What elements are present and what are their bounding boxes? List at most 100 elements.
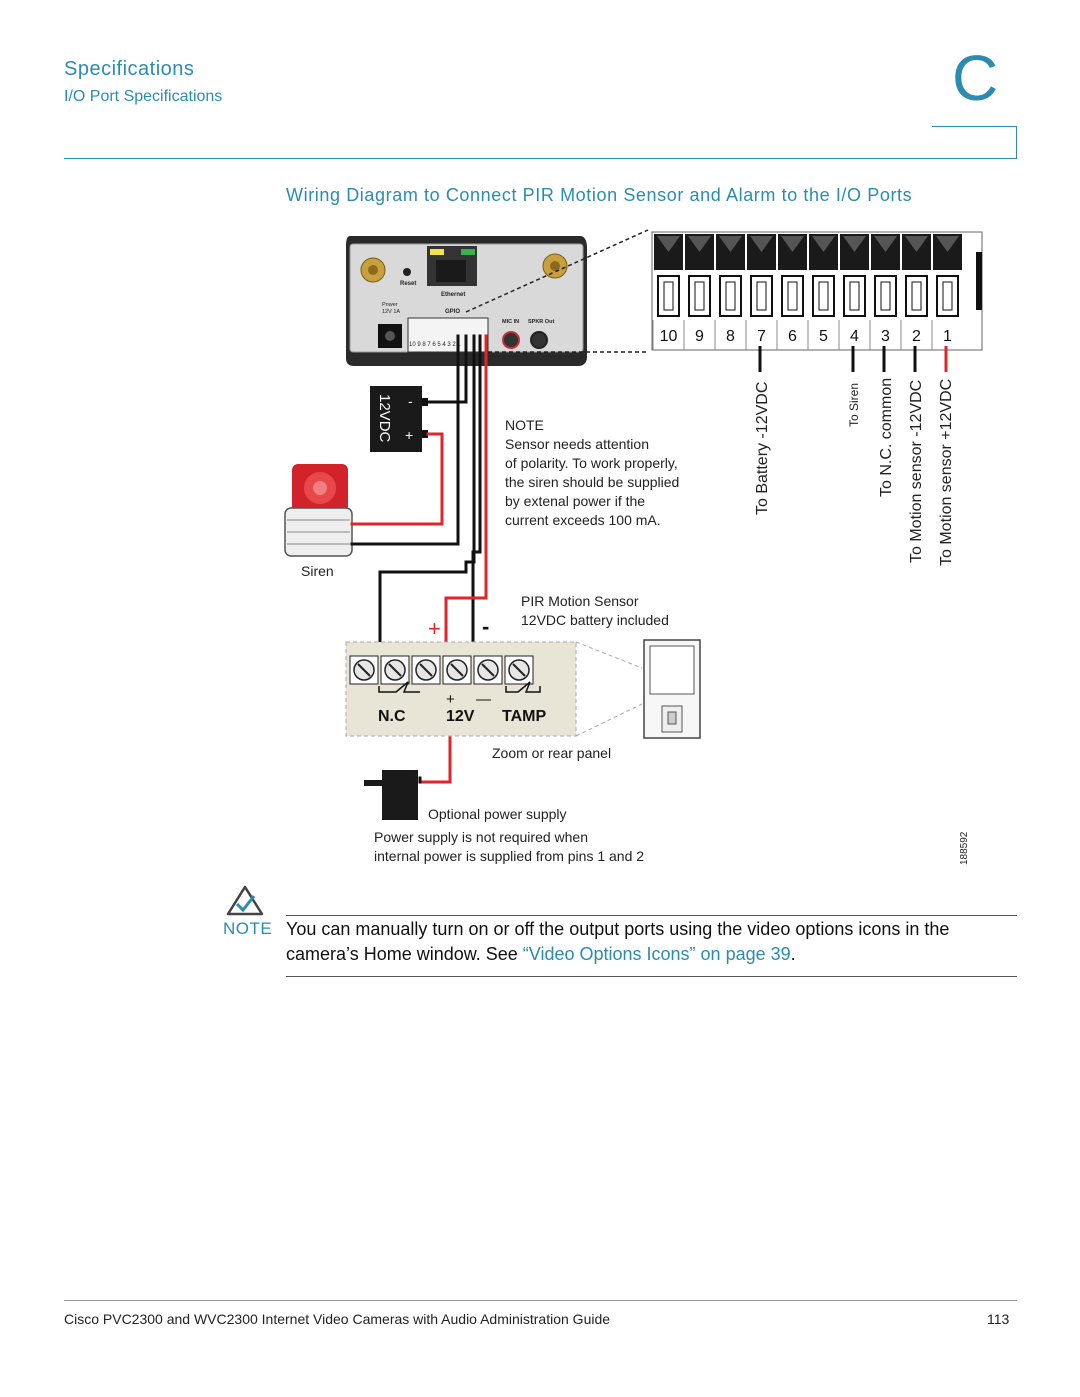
terminal-screw-head	[936, 236, 959, 252]
figure-note-line: Sensor needs attention	[505, 436, 649, 452]
header-rule	[64, 158, 1017, 159]
zoom-label: Zoom or rear panel	[492, 745, 611, 761]
terminal-wire-hole	[663, 281, 674, 311]
camera-label-spkr-out: SPKR Out	[528, 319, 554, 325]
figure-note-line: by extenal power if the	[505, 493, 645, 509]
figure-note-line: current exceeds 100 mA.	[505, 512, 661, 528]
chapter-letter: C	[952, 42, 999, 114]
terminal-pin-number: 9	[695, 328, 704, 345]
note-body-end: .	[790, 944, 796, 964]
terminal-screw-head	[874, 236, 897, 252]
terminal-screw-head	[688, 236, 711, 252]
footer-rule	[64, 1300, 1017, 1301]
terminal-pin-number: 1	[943, 328, 952, 345]
sensor-screw-slot	[512, 663, 526, 677]
note-text: You can manually turn on or off the outp…	[286, 917, 1026, 967]
sensor-screw-slot	[388, 663, 402, 677]
terminal-wire-hole	[911, 281, 922, 311]
spkr-out-jack	[530, 331, 548, 349]
note-rule-top	[286, 915, 1017, 916]
wiring	[350, 334, 488, 784]
battery-label: 12VDC	[376, 394, 393, 443]
pin2-label: To Motion sensor -12VDC	[908, 380, 925, 563]
terminal-screw-head	[843, 236, 866, 252]
terminal-wire-hole	[694, 281, 705, 311]
battery-12vdc: 12VDC - +	[370, 386, 428, 452]
terminal-wire-hole	[942, 281, 953, 311]
sensor-screw-slot	[481, 663, 495, 677]
header-tab-box	[932, 126, 1017, 159]
camera-label-gpio: GPIO	[445, 309, 460, 315]
terminal-wire-hole	[818, 281, 829, 311]
camera-label-power-rating: 12V 1A	[382, 309, 400, 315]
terminal-wire-hole	[725, 281, 736, 311]
terminal-pin-number: 6	[788, 328, 797, 345]
note-check-icon	[226, 885, 264, 916]
figure-title: Wiring Diagram to Connect PIR Motion Sen…	[286, 185, 913, 205]
pin7-label: To Battery -12VDC	[754, 382, 771, 515]
sensor-screws	[349, 655, 534, 685]
power-supply-icon	[364, 770, 418, 820]
sensor-term-12v: 12V	[446, 708, 475, 725]
camera-label-power: Power	[382, 302, 398, 308]
pin3-label: To N.C. common	[878, 378, 895, 497]
note-rule-bottom	[286, 976, 1017, 977]
note-label: NOTE	[223, 919, 273, 938]
gpio-pin-numbers: 10 9 8 7 6 5 4 3 2 1	[409, 342, 461, 348]
battery-plus: +	[405, 427, 413, 443]
page-number: 113	[987, 1311, 1010, 1327]
terminal-screw-head	[812, 236, 835, 252]
terminal-screw-head	[781, 236, 804, 252]
terminal-pin-number: 8	[726, 328, 735, 345]
minus-sign: -	[482, 614, 489, 639]
figure-note-line: of polarity. To work properly,	[505, 455, 678, 471]
psu-label: Optional power supply	[428, 806, 567, 822]
siren-label: Siren	[301, 563, 334, 579]
pin1-label: To Motion sensor +12VDC	[938, 379, 955, 566]
pir-title: PIR Motion Sensor	[521, 593, 639, 609]
terminal-pin-number: 7	[757, 328, 766, 345]
terminal-pin-number: 4	[850, 328, 859, 345]
terminal-wire-hole	[756, 281, 767, 311]
battery-minus: -	[408, 393, 413, 409]
footer-doc-title: Cisco PVC2300 and WVC2300 Internet Video…	[64, 1311, 611, 1327]
plus-sign: +	[428, 616, 441, 641]
terminal-screw-head	[750, 236, 773, 252]
terminal-wire-hole	[849, 281, 860, 311]
terminal-slots	[652, 234, 962, 350]
pir-sensor-icon	[643, 639, 701, 739]
figure-id: 188592	[959, 831, 970, 865]
terminal-screw-head	[719, 236, 742, 252]
terminal-pin-number: 3	[881, 328, 890, 345]
terminal-pin-number: 5	[819, 328, 828, 345]
siren-icon	[284, 464, 353, 557]
pin4-label: To Siren	[847, 383, 861, 427]
terminal-pin-number: 2	[912, 328, 921, 345]
psu-note-line2: internal power is supplied from pins 1 a…	[374, 848, 644, 864]
terminal-pin-numbers: 10 9 8 7 6 5 4 3 2 1	[660, 328, 952, 345]
sensor-term-minus: —	[476, 691, 491, 708]
figure-note-heading: NOTE	[505, 417, 544, 433]
terminal-pin-number: 10	[660, 328, 678, 345]
camera-label-mic-in: MIC IN	[502, 319, 519, 325]
psu-note-line1: Power supply is not required when	[374, 829, 588, 845]
note-body: You can manually turn on or off the outp…	[286, 919, 950, 964]
video-options-icons-link[interactable]: “Video Options Icons” on page 39	[522, 944, 791, 964]
terminal-wire-hole	[787, 281, 798, 311]
mic-in-jack	[502, 331, 520, 349]
camera-rear-panel: Reset Ethernet Power 12V 1A GPIO 10 9 8 …	[346, 236, 587, 366]
sensor-term-nc: N.C	[378, 708, 406, 725]
section-title: I/O Port Specifications	[64, 88, 223, 105]
sensor-term-plus: +	[446, 691, 455, 708]
wiring-diagram: Reset Ethernet Power 12V 1A GPIO 10 9 8 …	[284, 229, 983, 865]
pir-subtitle: 12VDC battery included	[521, 612, 669, 628]
reset-button	[403, 268, 411, 276]
camera-label-reset: Reset	[400, 281, 416, 287]
terminal-screw-head	[657, 236, 680, 252]
terminal-screw-head	[905, 236, 928, 252]
chapter-title: Specifications	[64, 58, 195, 80]
figure-note-line: the siren should be supplied	[505, 474, 679, 490]
terminal-wire-hole	[880, 281, 891, 311]
camera-label-ethernet: Ethernet	[441, 292, 465, 298]
sensor-screw-slot	[357, 663, 371, 677]
